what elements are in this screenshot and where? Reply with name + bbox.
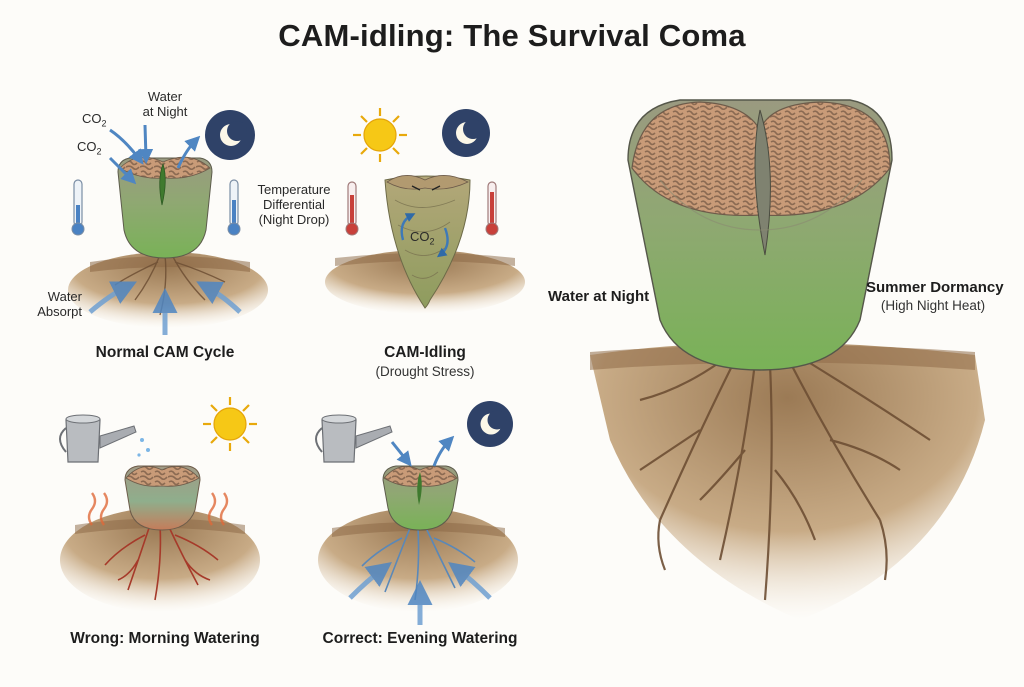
caption-normal-cam-cycle: Normal CAM Cycle — [95, 344, 235, 361]
watering-can-icon — [59, 414, 137, 463]
label-summer-dormancy: Summer Dormancy — [866, 279, 1004, 296]
label-co2-idling: CO2 — [410, 229, 435, 247]
caption-cam-idling: CAM-Idling — [384, 344, 466, 361]
label-temperature-differential: Temperature Differential (Night Drop) — [257, 182, 331, 227]
label-co2-bottom: CO2 — [77, 139, 102, 157]
thermometer-icon — [227, 179, 241, 236]
subcaption-drought-stress: (Drought Stress) — [375, 364, 475, 379]
moon-icon — [467, 401, 513, 447]
label-high-night-heat: (High Night Heat) — [880, 298, 986, 313]
moon-icon — [442, 109, 490, 157]
panel-wrong-watering — [59, 397, 260, 612]
panel-normal-cam — [68, 110, 268, 335]
label-co2-top: CO2 — [82, 111, 107, 129]
thermometer-icon — [485, 181, 499, 236]
thermometer-icon — [71, 179, 85, 236]
caption-wrong-morning-watering: Wrong: Morning Watering — [70, 630, 260, 647]
page-title: CAM-idling: The Survival Coma — [278, 18, 746, 53]
panel-correct-watering — [315, 401, 518, 625]
panel-summer-dormancy — [590, 99, 985, 620]
moon-icon — [205, 110, 255, 160]
label-water-at-night-large: Water at Night — [548, 288, 650, 305]
caption-correct-evening-watering: Correct: Evening Watering — [322, 630, 518, 647]
watering-can-icon — [315, 414, 393, 463]
label-water-at-night: Water at Night — [142, 89, 188, 119]
thermometer-icon — [345, 181, 359, 236]
sun-icon — [203, 397, 257, 451]
heat-wave-icon — [87, 492, 229, 526]
sun-icon — [353, 108, 407, 162]
panel-cam-idling — [325, 108, 525, 314]
label-water-absorpt: Water Absorpt — [37, 289, 82, 319]
